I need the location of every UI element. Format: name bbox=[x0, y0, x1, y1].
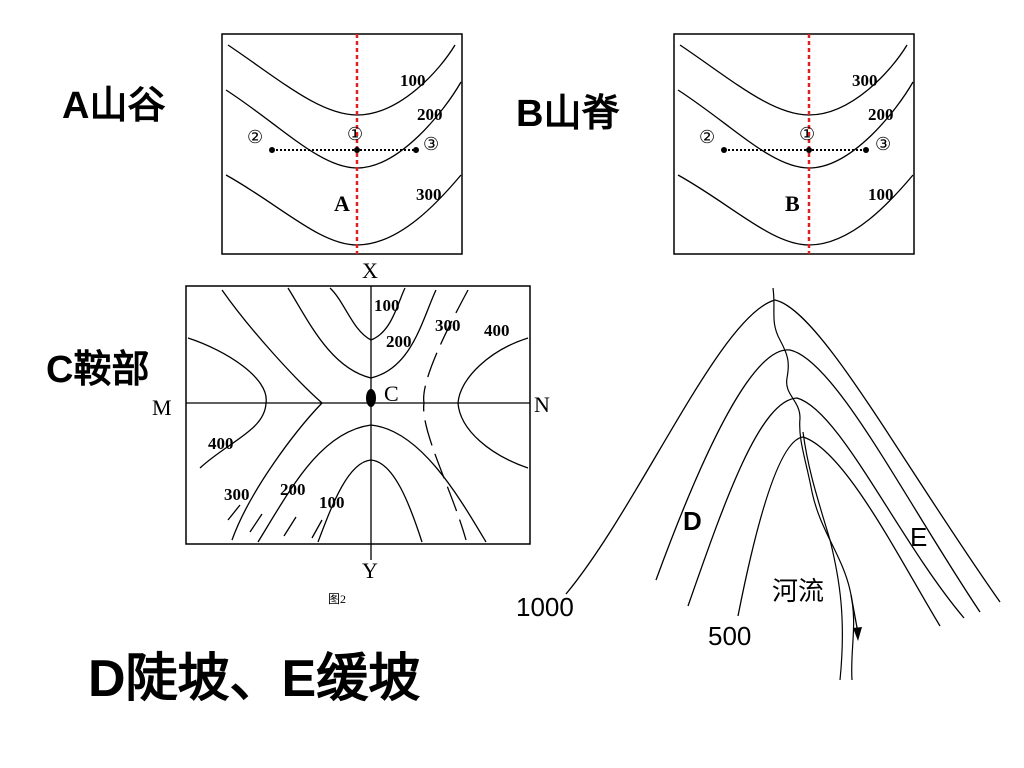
saddle-label-200-bottom: 200 bbox=[280, 480, 306, 499]
ridge-point-1-dot bbox=[806, 147, 812, 153]
slope-contour-500 bbox=[737, 436, 941, 627]
river-label: 河流 bbox=[772, 576, 824, 606]
saddle-label-200-top: 200 bbox=[386, 332, 412, 351]
ridge-label-100: 100 bbox=[868, 185, 894, 204]
valley-title: A山谷 bbox=[62, 85, 166, 127]
saddle-upper-200 bbox=[287, 287, 437, 379]
slope-contour-outer bbox=[565, 299, 1001, 603]
saddle-label-100-bottom: 100 bbox=[319, 493, 345, 512]
saddle-axis-x-label: X bbox=[362, 258, 378, 283]
ridge-title: B山脊 bbox=[516, 93, 620, 135]
river-bank bbox=[802, 431, 843, 681]
valley-label-100: 100 bbox=[400, 71, 426, 90]
saddle-frame bbox=[185, 285, 531, 545]
valley-label-300: 300 bbox=[416, 185, 442, 204]
river-arrow-head bbox=[853, 627, 862, 641]
ridge-panel: 300 200 100 ① ② ③ B bbox=[673, 33, 915, 255]
valley-letter: A bbox=[334, 191, 350, 216]
ridge-marker-2: ② bbox=[699, 127, 715, 148]
saddle-lower-200 bbox=[257, 424, 487, 543]
valley-point-2-dot bbox=[269, 147, 275, 153]
saddle-left-400 bbox=[187, 337, 267, 469]
valley-point-3-dot bbox=[413, 147, 419, 153]
slope-label-d: D bbox=[683, 506, 702, 536]
saddle-label-300-top: 300 bbox=[435, 316, 461, 335]
saddle-axis-n-label: N bbox=[534, 392, 550, 417]
valley-contour-200 bbox=[225, 81, 462, 169]
contour-label-500: 500 bbox=[708, 621, 751, 651]
saddle-title: C鞍部 bbox=[46, 349, 150, 391]
saddle-label-400-bottom: 400 bbox=[208, 434, 234, 453]
valley-marker-3: ③ bbox=[423, 134, 439, 155]
saddle-lower-100 bbox=[317, 459, 423, 543]
saddle-axis-y-label: Y bbox=[362, 558, 378, 583]
saddle-panel: C X Y M N 100 200 300 400 400 300 200 10… bbox=[152, 258, 550, 606]
slope-contour-3 bbox=[687, 397, 965, 619]
valley-marker-1: ① bbox=[347, 124, 363, 145]
valley-marker-2: ② bbox=[247, 127, 263, 148]
ridge-contour-200 bbox=[677, 81, 914, 169]
saddle-label-100-top: 100 bbox=[374, 296, 400, 315]
slope-label-e: E bbox=[910, 522, 927, 552]
valley-frame bbox=[221, 33, 463, 255]
ridge-point-2-dot bbox=[721, 147, 727, 153]
figure-caption: 图2 bbox=[328, 592, 346, 606]
saddle-axis-m-label: M bbox=[152, 395, 172, 420]
saddle-left-300 bbox=[221, 289, 323, 541]
river-line bbox=[772, 287, 855, 681]
saddle-right-300 bbox=[423, 289, 469, 541]
saddle-point-c: C bbox=[384, 381, 399, 406]
ridge-marker-3: ③ bbox=[875, 134, 891, 155]
valley-panel: 100 200 300 ① ② ③ A bbox=[221, 33, 463, 255]
ridge-point-3-dot bbox=[863, 147, 869, 153]
ridge-marker-1: ① bbox=[799, 124, 815, 145]
saddle-label-300-bottom: 300 bbox=[224, 485, 250, 504]
slope-contour-2 bbox=[655, 349, 981, 613]
saddle-lower-ticks bbox=[227, 504, 323, 539]
river-arrow-shaft bbox=[850, 594, 859, 634]
contour-label-1000: 1000 bbox=[516, 592, 574, 622]
saddle-point-c-dot bbox=[366, 389, 376, 407]
ridge-frame bbox=[673, 33, 915, 255]
saddle-label-400-top: 400 bbox=[484, 321, 510, 340]
ridge-letter: B bbox=[785, 191, 800, 216]
slope-title: D陡坡、E缓坡 bbox=[88, 650, 421, 708]
slope-panel: D E 河流 1000 500 bbox=[516, 287, 1001, 681]
saddle-right-400 bbox=[457, 337, 529, 469]
ridge-label-300: 300 bbox=[852, 71, 878, 90]
valley-point-1-dot bbox=[354, 147, 360, 153]
valley-label-200: 200 bbox=[417, 105, 443, 124]
ridge-label-200: 200 bbox=[868, 105, 894, 124]
saddle-upper-100 bbox=[329, 287, 406, 341]
